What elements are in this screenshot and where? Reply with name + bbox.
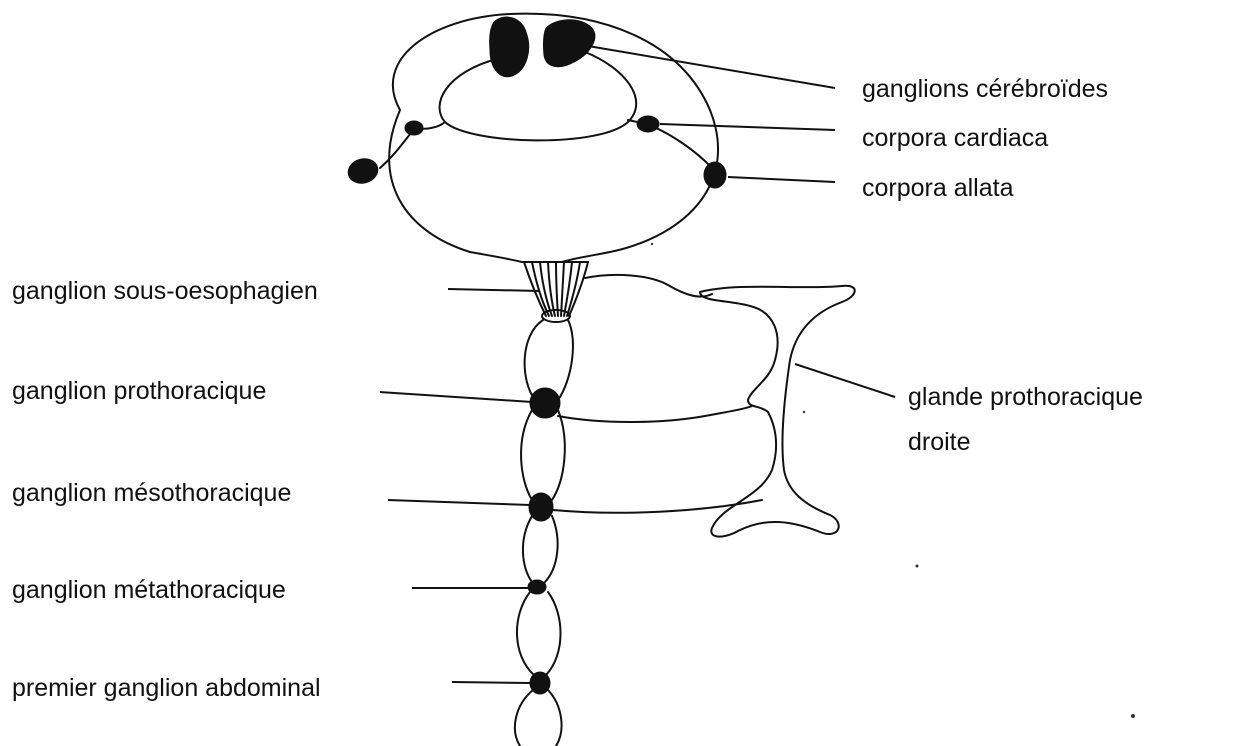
corpus-allatum-left — [345, 156, 380, 187]
scan-speck — [916, 565, 919, 568]
label-first-abdominal-ganglion: premier ganglion abdominal — [12, 674, 321, 702]
brain-ring — [440, 52, 637, 140]
cerebral-ganglion-left — [490, 17, 529, 77]
label-subesophageal-ganglion: ganglion sous-oesophagien — [12, 277, 318, 305]
metathoracic-ganglion — [528, 580, 546, 594]
gland-nerve-lower — [553, 500, 762, 513]
leader-mesothoracic — [388, 500, 530, 505]
label-metathoracic-ganglion: ganglion métathoracique — [12, 576, 286, 604]
mesothoracic-ganglion — [529, 493, 553, 521]
scan-speck — [651, 243, 653, 245]
cerebral-ganglion-right — [543, 20, 594, 67]
label-cerebral-ganglia: ganglions cérébroïdes — [862, 75, 1108, 103]
label-mesothoracic-ganglion: ganglion mésothoracique — [12, 479, 291, 507]
corpus-cardiacum-right — [637, 116, 659, 132]
leader-prothoracic — [380, 392, 532, 402]
subesophageal-ganglion — [524, 262, 588, 322]
label-corpora-cardiaca: corpora cardiaca — [862, 124, 1048, 152]
first-abdominal-ganglion — [530, 672, 550, 694]
leader-abdominal — [452, 682, 530, 683]
leader-gland — [795, 364, 895, 397]
gland-nerve-upper — [585, 275, 712, 297]
label-prothoracic-gland-line2: droite — [908, 428, 971, 456]
prothoracic-ganglion — [530, 388, 560, 418]
leader-allata — [728, 177, 835, 182]
leader-subesophageal — [448, 289, 540, 291]
label-prothoracic-gland-line1: glande prothoracique — [908, 383, 1143, 411]
corpus-cardiacum-left — [405, 121, 423, 135]
label-corpora-allata: corpora allata — [862, 174, 1014, 202]
scan-speck — [803, 411, 805, 413]
leader-cardiaca — [660, 124, 835, 130]
corpus-allatum-right — [704, 162, 726, 188]
label-prothoracic-ganglion: ganglion prothoracique — [12, 377, 266, 405]
scan-speck — [1131, 714, 1135, 718]
gland-nerve-middle — [558, 406, 752, 422]
prothoracic-gland — [700, 286, 855, 537]
leader-cerebral — [588, 46, 835, 88]
